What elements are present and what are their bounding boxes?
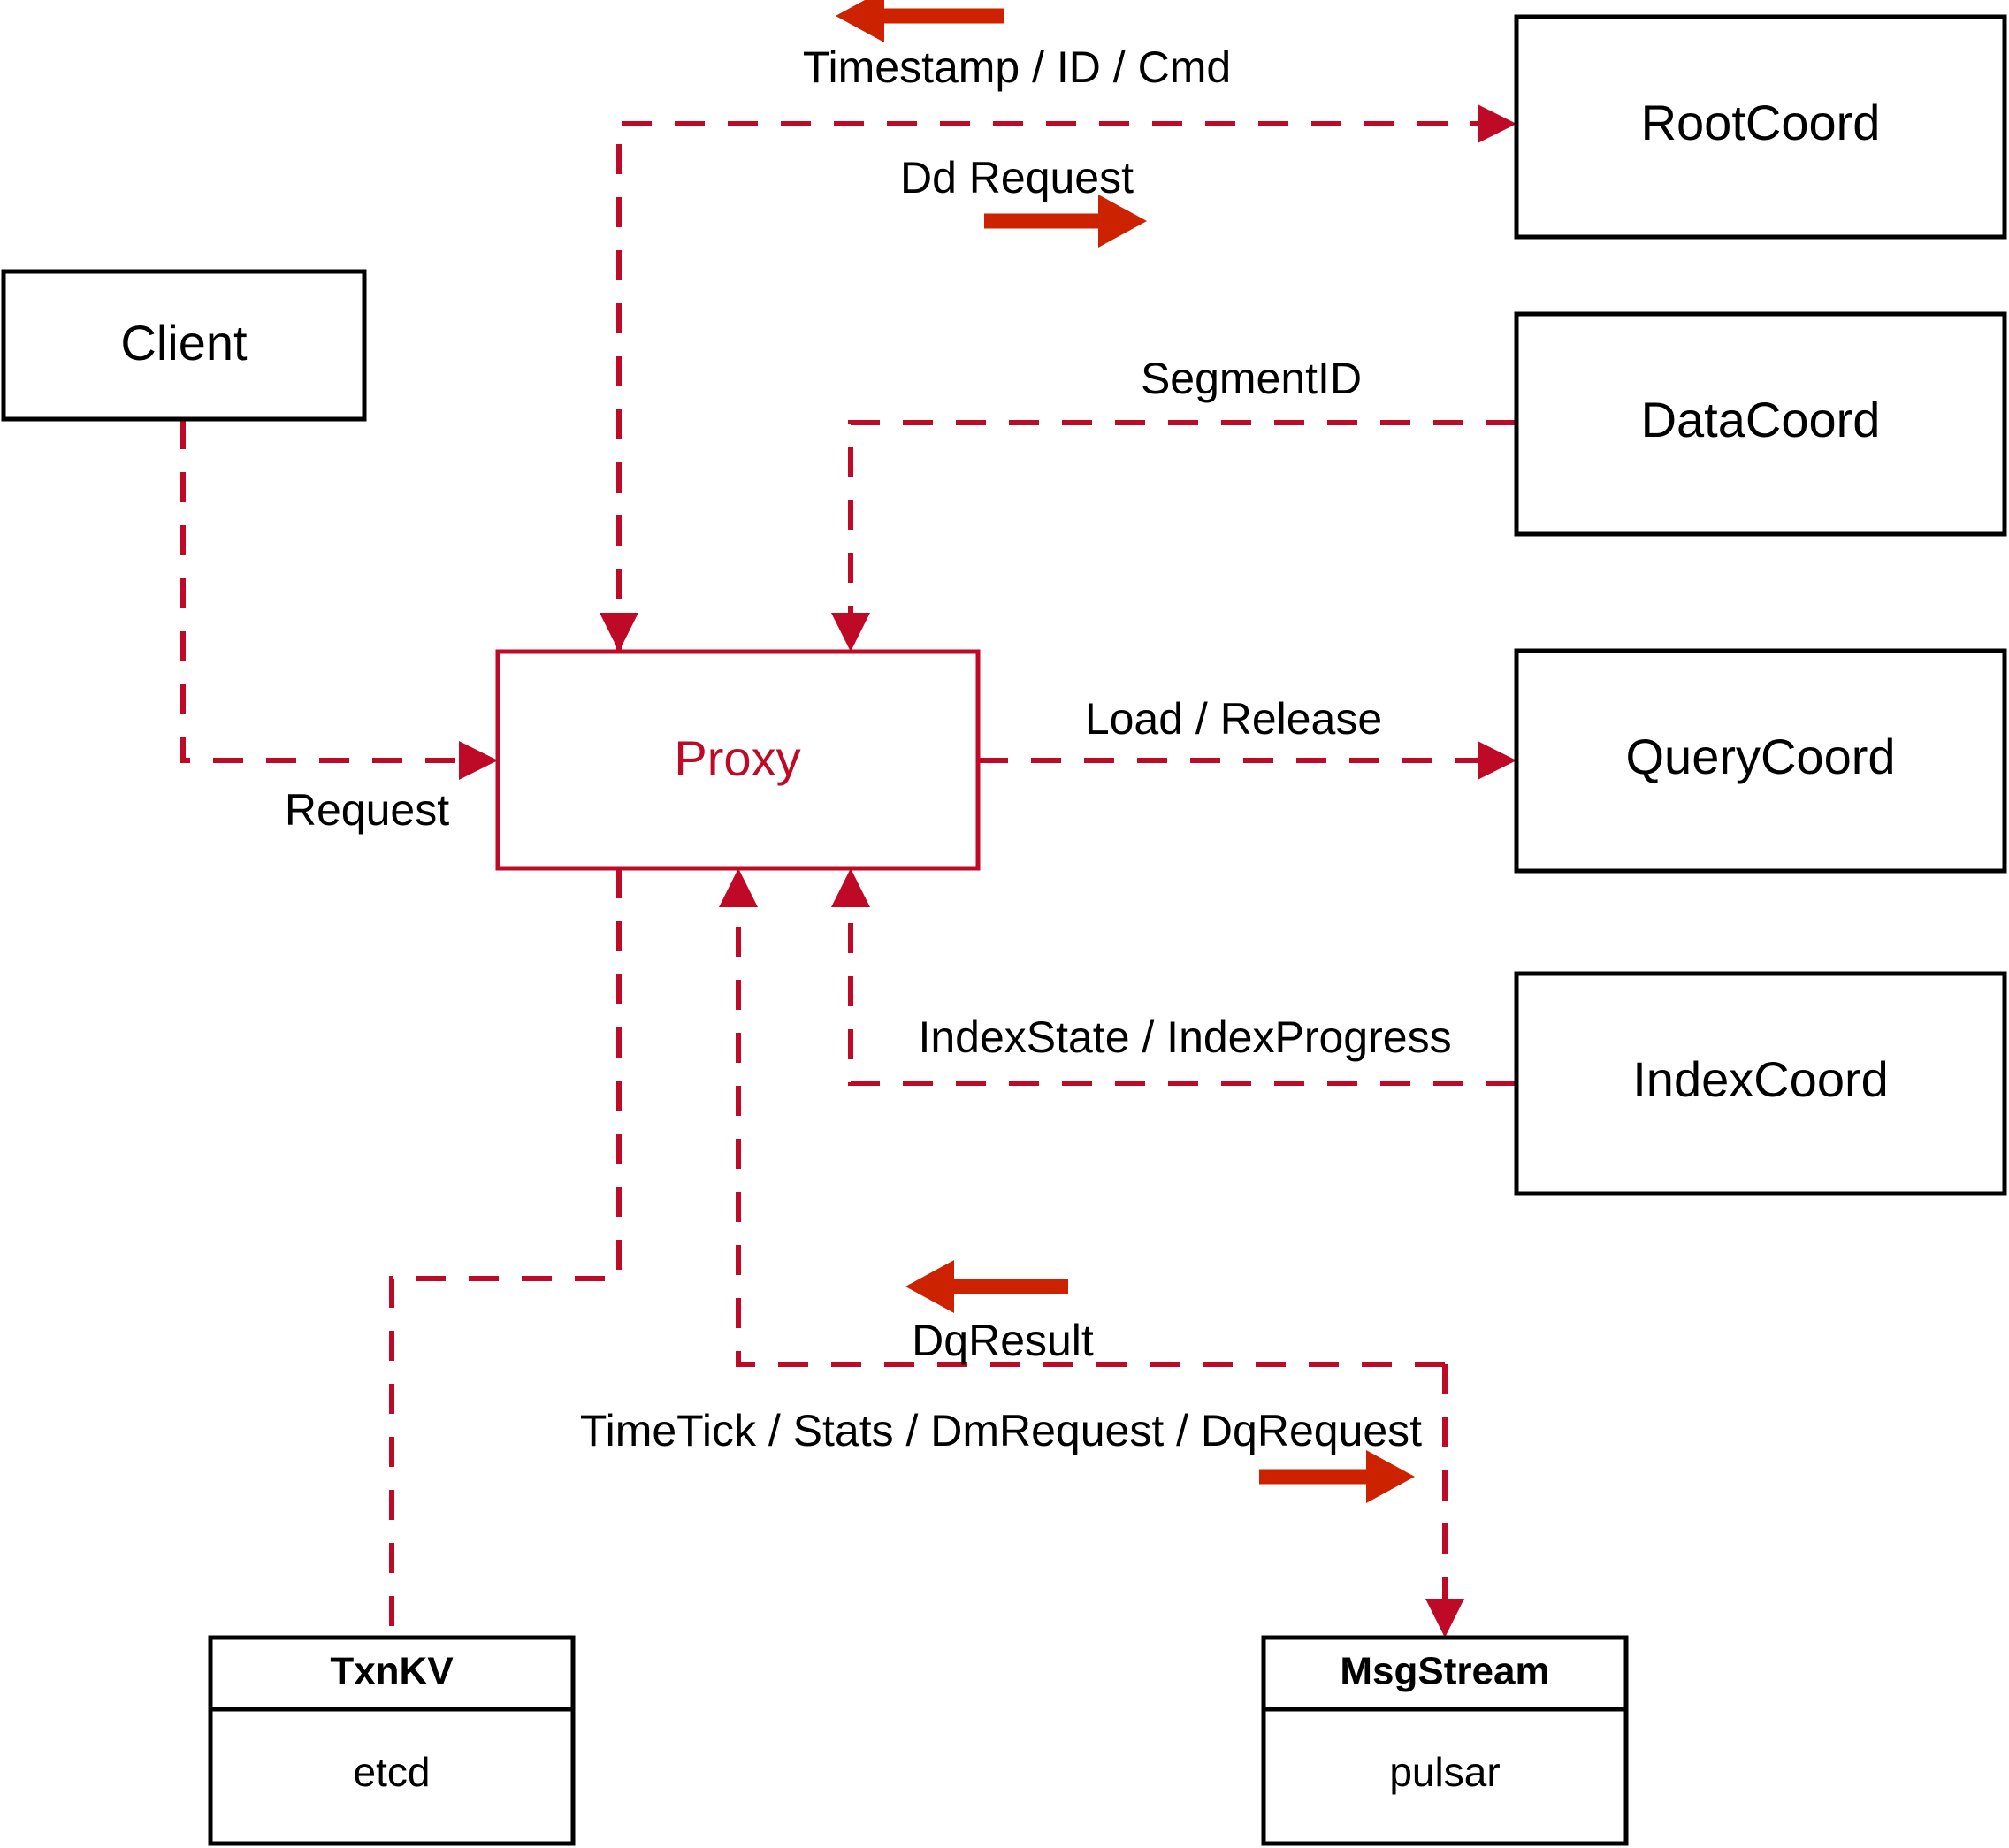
flow-arrow-timetick-stats: [1259, 1450, 1415, 1503]
edge-label-dqresult: DqResult: [912, 1316, 1094, 1365]
edge-label-dd-request: Dd Request: [900, 153, 1134, 202]
node-msgstream[interactable]: MsgStream pulsar: [1261, 1635, 1629, 1846]
edge-msgstream-to-proxy: [736, 878, 1445, 1367]
edge-client-request: [180, 419, 488, 763]
node-indexcoord[interactable]: IndexCoord: [1514, 971, 2007, 1196]
node-proxy[interactable]: Proxy: [495, 649, 981, 871]
node-datacoord-label: DataCoord: [1641, 392, 1881, 447]
arrowhead-proxy-to-rootcoord: [1478, 104, 1516, 143]
node-client-label: Client: [120, 315, 248, 370]
edge-label-timetick-stats-dmrequest-dqrequest: TimeTick / Stats / DmRequest / DqRequest: [580, 1406, 1422, 1455]
node-txnkv[interactable]: TxnKV etcd: [208, 1635, 576, 1846]
node-rootcoord[interactable]: RootCoord: [1514, 14, 2007, 240]
flow-arrow-timestamp-id-cmd: [836, 0, 1004, 42]
node-txnkv-label: TxnKV: [330, 1650, 454, 1693]
flow-arrow-dqresult: [905, 1260, 1068, 1313]
arrowhead-datacoord-to-proxy: [831, 613, 870, 652]
arrowhead-proxy-to-msgstream: [1425, 1599, 1464, 1638]
arrowhead-msgstream-to-proxy: [719, 868, 758, 907]
node-querycoord[interactable]: QueryCoord: [1514, 648, 2007, 874]
node-msgstream-label: MsgStream: [1340, 1650, 1549, 1693]
edge-proxy-to-txnkv: [389, 868, 622, 1638]
edge-label-load-release: Load / Release: [1085, 694, 1382, 744]
edge-label-indexstate-indexprogress: IndexState / IndexProgress: [918, 1012, 1451, 1062]
node-txnkv-impl-label: etcd: [354, 1749, 431, 1795]
arrowhead-proxy-to-querycoord: [1478, 741, 1516, 780]
arrowhead-client-to-proxy: [459, 741, 498, 780]
edge-label-segmentid: SegmentID: [1141, 354, 1362, 403]
node-msgstream-impl-label: pulsar: [1389, 1749, 1500, 1795]
node-querycoord-label: QueryCoord: [1625, 729, 1895, 784]
flow-arrow-dd-request: [984, 195, 1147, 248]
node-client[interactable]: Client: [1, 269, 367, 422]
node-indexcoord-label: IndexCoord: [1632, 1051, 1889, 1107]
arrowhead-indexcoord-to-proxy: [831, 868, 870, 907]
edge-label-request: Request: [285, 785, 449, 835]
arrowhead-rootcoord-to-proxy: [600, 613, 638, 652]
edge-label-timestamp-id-cmd: Timestamp / ID / Cmd: [803, 42, 1231, 92]
node-datacoord[interactable]: DataCoord: [1514, 311, 2007, 537]
edge-proxy-to-rootcoord: [616, 121, 1507, 652]
edge-datacoord-to-proxy: [848, 420, 1516, 642]
edge-indexcoord-to-proxy: [848, 878, 1516, 1086]
node-rootcoord-label: RootCoord: [1641, 95, 1881, 150]
node-proxy-label: Proxy: [674, 730, 800, 786]
